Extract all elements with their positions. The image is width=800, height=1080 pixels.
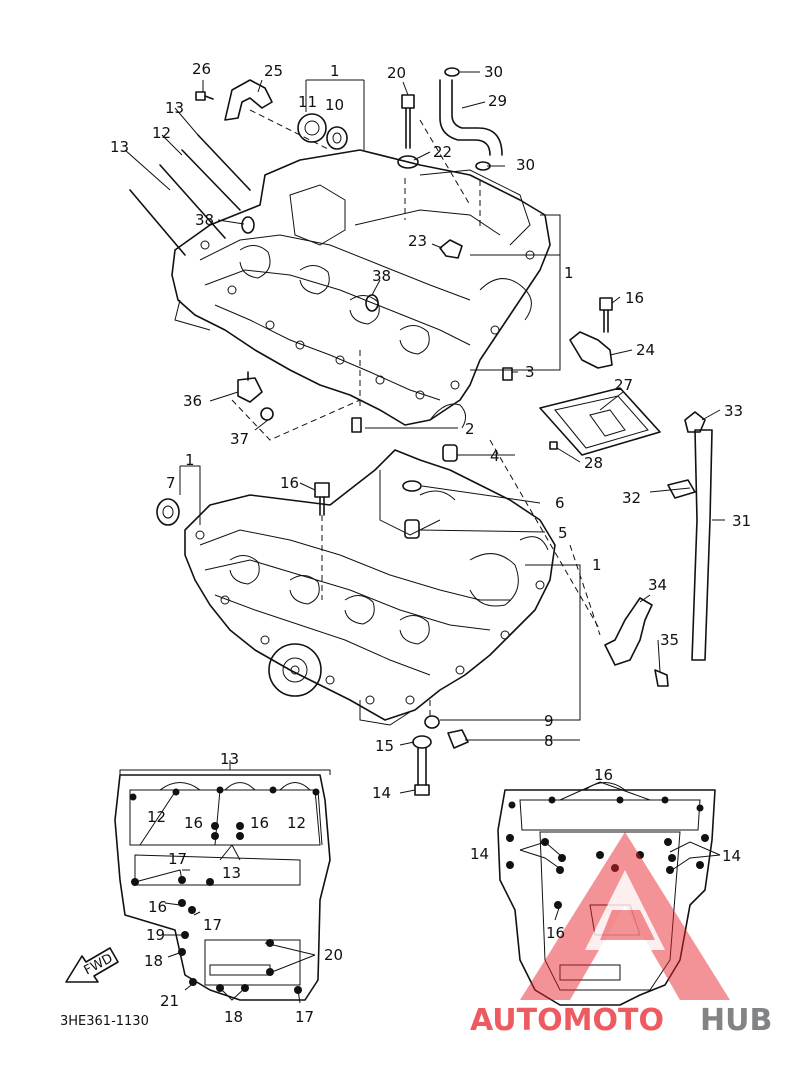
label-13: 13: [222, 864, 241, 882]
label-28: 28: [584, 454, 603, 472]
label-13: 13: [220, 750, 239, 768]
label-37: 37: [230, 430, 249, 448]
label-1: 1: [330, 62, 340, 80]
label-2: 2: [465, 420, 475, 438]
label-38: 38: [195, 211, 214, 229]
label-16: 16: [148, 898, 167, 916]
label-14: 14: [470, 845, 489, 863]
label-30: 30: [484, 63, 503, 81]
label-16: 16: [594, 766, 613, 784]
label-9: 9: [544, 712, 554, 730]
label-18: 18: [144, 952, 163, 970]
watermark-text-automoto: AUTOMOTO: [470, 1003, 664, 1038]
watermark-text-hub: HUB: [700, 1003, 772, 1038]
label-16: 16: [184, 814, 203, 832]
label-1: 1: [592, 556, 602, 574]
label-8: 8: [544, 732, 554, 750]
label-12: 12: [287, 814, 306, 832]
label-16: 16: [250, 814, 269, 832]
diagram-code: 3HE361-1130: [60, 1014, 149, 1029]
label-20: 20: [387, 64, 406, 82]
label-31: 31: [732, 512, 751, 530]
label-25: 25: [264, 62, 283, 80]
watermark: AUTOMOTO HUB: [470, 1003, 772, 1038]
label-16: 16: [625, 289, 644, 307]
label-14: 14: [372, 784, 391, 802]
lower-crankcase: [184, 449, 556, 726]
label-16: 16: [280, 474, 299, 492]
label-30: 30: [516, 156, 535, 174]
label-14: 14: [722, 847, 741, 865]
label-12: 12: [147, 808, 166, 826]
label-6: 6: [555, 494, 565, 512]
watermark-logo-icon: [520, 832, 730, 1000]
label-13: 13: [110, 138, 129, 156]
label-17: 17: [203, 916, 222, 934]
label-36: 36: [183, 392, 202, 410]
label-24: 24: [636, 341, 655, 359]
label-17: 17: [168, 850, 187, 868]
label-22: 22: [433, 143, 452, 161]
label-34: 34: [648, 576, 667, 594]
label-32: 32: [622, 489, 641, 507]
label-18: 18: [224, 1008, 243, 1026]
label-23: 23: [408, 232, 427, 250]
label-7: 7: [166, 474, 176, 492]
label-33: 33: [724, 402, 743, 420]
label-15: 15: [375, 737, 394, 755]
lower-bolt-view: [65, 760, 331, 1004]
label-27: 27: [614, 376, 633, 394]
label-17: 17: [295, 1008, 314, 1026]
label-1: 1: [185, 451, 195, 469]
label-38: 38: [372, 267, 391, 285]
label-5: 5: [558, 524, 568, 542]
label-13: 13: [165, 99, 184, 117]
label-35: 35: [660, 631, 679, 649]
fwd-arrow-icon: [65, 947, 119, 983]
label-4: 4: [490, 447, 500, 465]
label-19: 19: [146, 926, 165, 944]
label-16: 16: [546, 924, 565, 942]
label-29: 29: [488, 92, 507, 110]
label-3: 3: [525, 363, 535, 381]
upper-crankcase: [171, 149, 551, 429]
label-20: 20: [324, 946, 343, 964]
label-11: 11: [298, 93, 317, 111]
label-12: 12: [152, 124, 171, 142]
part-labels: 26 25 1 11 10 20 30 29 30 22 13 12 13 38…: [60, 60, 751, 1029]
label-10: 10: [325, 96, 344, 114]
leader-lines: [124, 71, 725, 794]
label-21: 21: [160, 992, 179, 1010]
upper-bolt-view: [497, 781, 721, 1006]
label-26: 26: [192, 60, 211, 78]
label-1: 1: [564, 264, 574, 282]
small-parts: [129, 67, 713, 796]
